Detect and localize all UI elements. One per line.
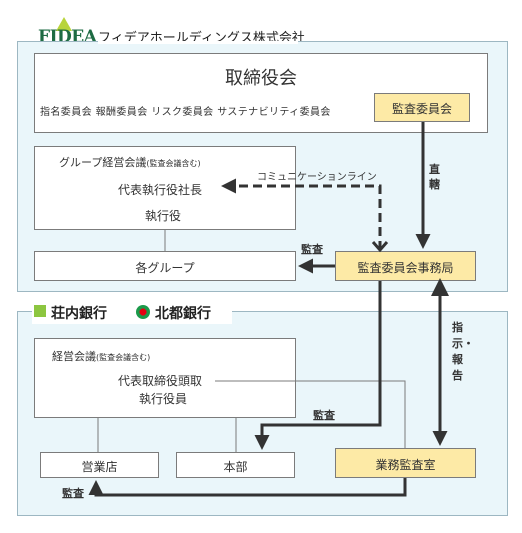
hokuto-logo-icon bbox=[136, 305, 150, 319]
bank-meeting-box: 経営会議(監査会議含む) 代表取締役頭取 執行役員 bbox=[34, 338, 296, 418]
shonai-logo-icon bbox=[34, 305, 46, 317]
bank-officers: 執行役員 bbox=[139, 392, 188, 406]
audit-branch-arrow bbox=[88, 478, 407, 497]
audit-honbu-label: 監査 bbox=[313, 409, 335, 422]
hokuto-bank-name: 北都銀行 bbox=[155, 306, 211, 322]
committee-sustainability: サステナビリティ委員会 bbox=[217, 107, 331, 118]
branch-label: 営業店 bbox=[81, 460, 118, 474]
audit-honbu-arrow bbox=[254, 281, 382, 450]
communication-line-head bbox=[371, 241, 389, 253]
committee-list: 指名委員会 報酬委員会 リスク委員会 サステナビリティ委員会 bbox=[40, 103, 331, 118]
honbu-label: 本部 bbox=[223, 460, 248, 474]
audit-committee-box: 監査委員会 bbox=[374, 93, 470, 122]
bank-president: 代表取締役頭取 bbox=[118, 374, 203, 388]
bank-meeting-title: 経営会議 bbox=[52, 350, 96, 363]
audit-committee-label: 監査委員会 bbox=[391, 102, 452, 116]
committee-nomination: 指名委員会 bbox=[40, 107, 92, 118]
president-to-internal-audit-line bbox=[215, 380, 406, 448]
bank-logos: 荘内銀行 北都銀行 bbox=[32, 300, 232, 324]
board-title: 取締役会 bbox=[225, 68, 297, 89]
branch-box: 営業店 bbox=[40, 452, 159, 478]
direct-control-label: 直轄 bbox=[429, 163, 440, 191]
internal-audit-label: 業務監査室 bbox=[375, 458, 436, 472]
group-meeting-box: グループ経営会議(監査会議含む) 代表執行役社長 執行役 bbox=[34, 146, 296, 230]
audit-groups-label: 監査 bbox=[301, 243, 323, 256]
audit-office-box: 監査委員会事務局 bbox=[335, 251, 476, 281]
bank-meeting-heading: 経営会議(監査会議含む) bbox=[52, 348, 150, 364]
audit-office-label: 監査委員会事務局 bbox=[357, 261, 454, 275]
shonai-bank-name: 荘内銀行 bbox=[51, 306, 107, 322]
group-meeting-heading: グループ経営会議(監査会議含む) bbox=[59, 154, 201, 170]
groups-label: 各グループ bbox=[135, 261, 195, 275]
group-meeting-title: グループ経営会議 bbox=[59, 156, 147, 169]
communication-line-arrow bbox=[221, 178, 382, 250]
bank-meeting-note: (監査会議含む) bbox=[96, 353, 151, 362]
audit-branch-label: 監査 bbox=[62, 487, 84, 500]
logo-leaf-icon bbox=[56, 17, 72, 31]
communication-line-label: コミュニケーションライン bbox=[257, 172, 377, 183]
internal-audit-box: 業務監査室 bbox=[335, 448, 476, 478]
group-officers: 執行役 bbox=[145, 209, 182, 223]
honbu-box: 本部 bbox=[176, 452, 295, 478]
group-president: 代表執行役社長 bbox=[118, 183, 203, 197]
committee-compensation: 報酬委員会 bbox=[95, 107, 148, 118]
group-meeting-note: (監査会議含む) bbox=[146, 159, 201, 168]
committee-risk: リスク委員会 bbox=[151, 107, 214, 118]
instruction-report-label: 指示・報告 bbox=[452, 321, 474, 382]
groups-box: 各グループ bbox=[34, 251, 296, 281]
